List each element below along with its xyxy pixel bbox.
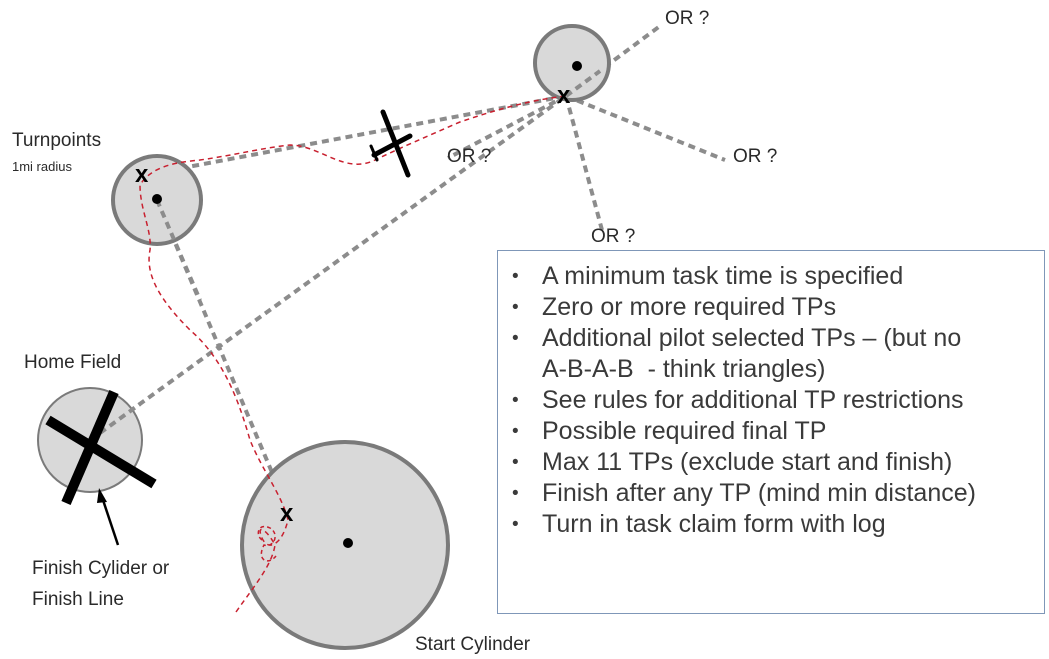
bullet: •	[512, 328, 519, 349]
rule-text: Additional pilot selected TPs – (but no	[542, 324, 962, 352]
turnpoint-cylinder-2	[533, 24, 611, 102]
rule-text: Possible required final TP	[542, 417, 827, 445]
bullet: •	[512, 483, 519, 504]
turnpoint-1-center-dot	[152, 194, 162, 204]
or-option-s: OR ?	[591, 226, 636, 247]
rule-item: • Zero or more required TPs	[512, 292, 1044, 323]
flight-track-loops	[257, 525, 277, 562]
bullet: •	[512, 514, 519, 535]
course-line-home-to-tp2	[88, 94, 568, 442]
turnpoint-2-center-dot	[572, 61, 582, 71]
rule-item: • Max 11 TPs (exclude start and finish)	[512, 447, 1044, 478]
rules-list: • A minimum task time is specified • Zero …	[498, 251, 1044, 540]
bullet: •	[512, 390, 519, 411]
start-cylinder-label: Start Cylinder	[415, 634, 531, 655]
glider-icon	[369, 109, 413, 178]
option-line-ne	[564, 24, 662, 98]
runway-icon	[45, 390, 157, 505]
home-field-label: Home Field	[24, 352, 122, 373]
option-line-e	[565, 94, 726, 162]
radius-label: 1mi radius	[12, 159, 72, 174]
finish-label-line2: Finish Line	[32, 589, 124, 610]
rule-item: • See rules for additional TP restriction…	[512, 385, 1044, 416]
rule-text: Zero or more required TPs	[542, 293, 837, 321]
rule-item: • A minimum task time is specified	[512, 261, 1044, 292]
bullet: •	[512, 297, 519, 318]
or-option-e: OR ?	[733, 146, 778, 167]
bullet: •	[512, 266, 519, 287]
rule-text: Max 11 TPs (exclude start and finish)	[542, 448, 953, 476]
rule-text: A minimum task time is specified	[542, 262, 904, 290]
or-option-sw: OR ?	[447, 146, 492, 167]
achieved-mark-tp1: x	[135, 161, 149, 188]
rules-box: • A minimum task time is specified • Zero …	[497, 250, 1045, 614]
rule-item: • Finish after any TP (mind min distance)	[512, 478, 1044, 509]
option-line-sw	[447, 94, 567, 160]
achieved-mark-start: x	[280, 500, 294, 527]
rule-item: • Turn in task claim form with log	[512, 509, 1044, 540]
finish-arrow	[97, 488, 120, 546]
rule-text: See rules for additional TP restrictions	[542, 386, 964, 414]
course-line-tp1-to-start	[155, 199, 292, 516]
finish-label-line1: Finish Cylider or	[32, 558, 170, 579]
rule-item-continuation: A-B-A-B - think triangles)	[512, 354, 1044, 385]
start-center-dot	[343, 538, 353, 548]
rule-item: • Possible required final TP	[512, 416, 1044, 447]
option-line-s	[564, 95, 604, 231]
turnpoints-label: Turnpoints	[12, 130, 102, 151]
bullet: •	[512, 452, 519, 473]
bullet: •	[512, 421, 519, 442]
achieved-mark-tp2: x	[557, 82, 571, 109]
rule-text: Finish after any TP (mind min distance)	[542, 479, 976, 507]
rule-text: A-B-A-B - think triangles)	[542, 355, 826, 383]
course-lines	[88, 24, 726, 516]
or-option-ne: OR ?	[665, 8, 710, 29]
rule-item: • Additional pilot selected TPs – (but no	[512, 323, 1044, 354]
rule-text: Turn in task claim form with log	[542, 510, 886, 538]
